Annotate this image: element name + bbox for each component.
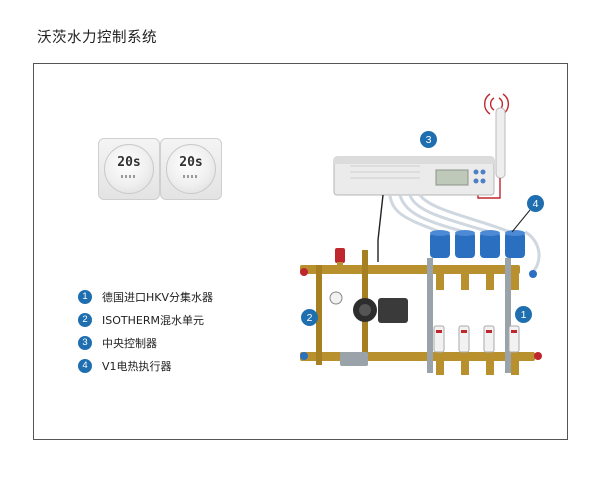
actuator-cables xyxy=(388,194,511,234)
room-thermostat: 20s xyxy=(98,138,160,200)
legend-item-actuator: 4 V1电热执行器 xyxy=(78,354,213,377)
diagram-frame xyxy=(33,63,568,440)
legend-label: V1电热执行器 xyxy=(102,359,172,373)
callout-controller: 3 xyxy=(420,131,437,148)
legend: 1 德国进口HKV分集水器 2 ISOTHERM混水单元 3 中央控制器 4 V… xyxy=(78,285,213,377)
manifold xyxy=(300,250,535,373)
legend-number-badge: 3 xyxy=(78,335,92,350)
page-title: 沃茨水力控制系统 xyxy=(37,30,157,46)
flow-meters xyxy=(433,325,520,353)
legend-label: 德国进口HKV分集水器 xyxy=(102,290,214,304)
mixing-unit xyxy=(300,248,542,366)
legend-label: ISOTHERM混水单元 xyxy=(102,313,204,327)
central-controller xyxy=(333,156,495,196)
legend-item-manifold: 1 德国进口HKV分集水器 xyxy=(78,285,213,308)
callout-manifold: 1 xyxy=(515,306,532,323)
thermostat-reading: 20s xyxy=(179,155,203,170)
electrothermal-actuators xyxy=(430,230,525,258)
actuator-pointer-line xyxy=(511,209,531,233)
thermostat-dial xyxy=(104,144,154,194)
thermostat-indicator xyxy=(121,175,137,178)
legend-number-badge: 4 xyxy=(78,358,92,373)
legend-item-mixing-unit: 2 ISOTHERM混水单元 xyxy=(78,308,213,331)
thermostat-reading: 20s xyxy=(117,155,141,170)
legend-number-badge: 1 xyxy=(78,289,92,304)
callout-actuator: 4 xyxy=(527,195,544,212)
legend-number-badge: 2 xyxy=(78,312,92,327)
thermostat-indicator xyxy=(183,175,199,178)
thermostat-dial xyxy=(166,144,216,194)
wireless-antenna xyxy=(477,93,509,199)
supply-outlets xyxy=(436,274,519,290)
room-thermostat: 20s xyxy=(160,138,222,200)
legend-label: 中央控制器 xyxy=(102,336,157,350)
return-outlets xyxy=(436,361,519,375)
callout-mixing-unit: 2 xyxy=(301,309,318,326)
legend-item-controller: 3 中央控制器 xyxy=(78,331,213,354)
